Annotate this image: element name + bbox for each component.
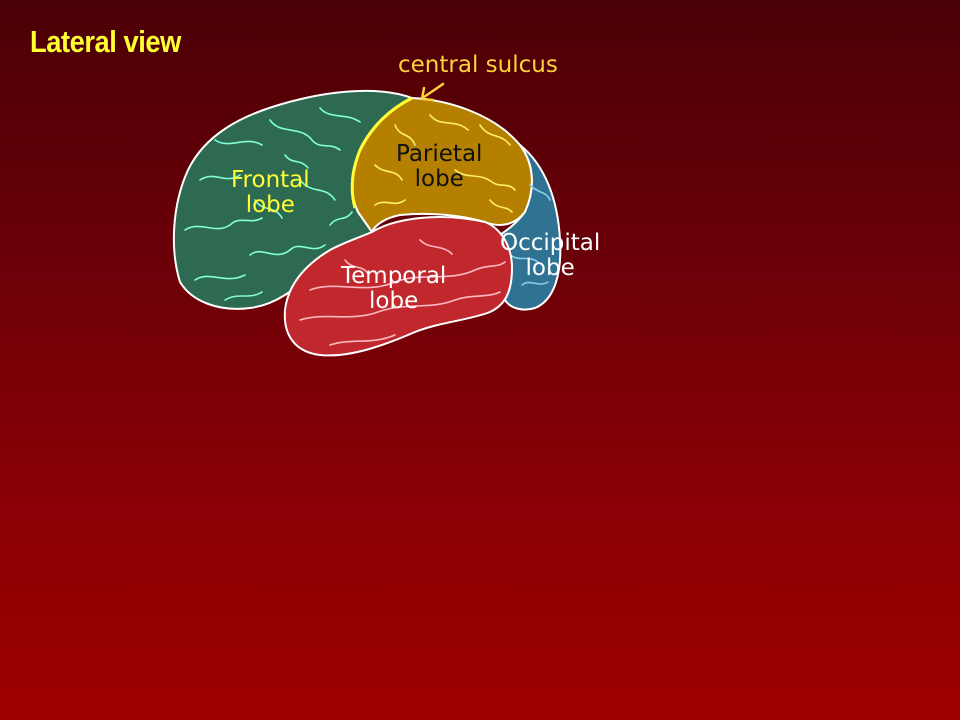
parietal-lobe-label: Parietal lobe [396,142,482,192]
temporal-lobe-label: Temporal lobe [341,264,446,314]
parietal-lobe-label-line2: lobe [414,166,464,192]
frontal-lobe-label-line2: lobe [245,192,295,218]
central-sulcus-arrow [420,82,445,102]
slide-title: Lateral view [30,24,181,59]
temporal-lobe-label-line2: lobe [369,288,419,314]
occipital-lobe-label-line1: Occipital [500,230,601,256]
central-sulcus-label: central sulcus [398,52,558,78]
central-sulcus-line [350,96,413,209]
parietal-lobe-label-line1: Parietal [396,141,483,167]
frontal-gyri [184,107,361,301]
temporal-lobe-region [283,216,514,357]
occipital-lobe-label: Occipital lobe [500,231,600,281]
occipital-lobe-label-line2: lobe [525,255,575,281]
temporal-gyri [299,239,506,346]
frontal-lobe-label-line1: Frontal [231,167,310,193]
parietal-gyri [374,114,516,213]
temporal-lobe-label-line1: Temporal [341,263,447,289]
occipital-gyri [509,184,551,286]
frontal-lobe-label: Frontal lobe [231,168,310,218]
